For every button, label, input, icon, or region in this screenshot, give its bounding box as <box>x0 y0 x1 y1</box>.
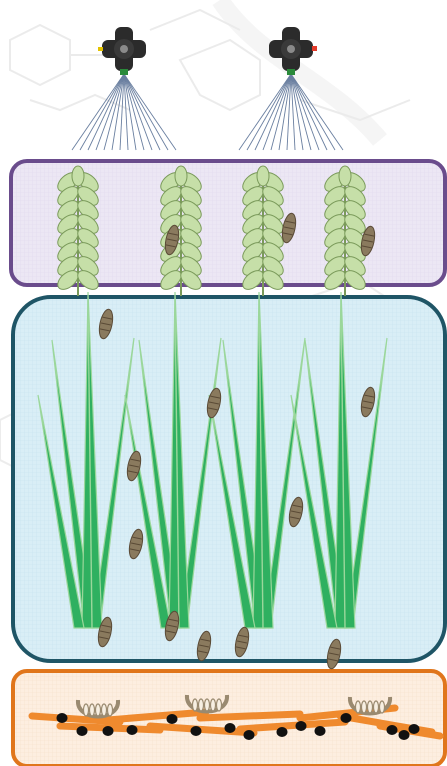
wheat-ear <box>157 166 204 296</box>
ascus <box>356 701 361 713</box>
spray-line <box>96 74 124 150</box>
spray-line <box>247 74 291 150</box>
spray-line <box>124 74 160 150</box>
spray-line <box>124 74 168 150</box>
soil-particle <box>57 713 68 723</box>
ear-tip <box>257 166 269 186</box>
ear-tip <box>175 166 187 186</box>
ascus <box>374 701 379 713</box>
spray-nozzle-right <box>269 27 317 75</box>
soil-particle <box>167 714 178 724</box>
ascus <box>211 699 216 711</box>
ascus <box>193 699 198 711</box>
spray-line <box>72 74 124 150</box>
ascus <box>362 701 367 713</box>
soil-particle <box>225 723 236 733</box>
stubble-piece <box>200 714 300 718</box>
ascus <box>90 704 95 716</box>
soil-particle <box>244 730 255 740</box>
spray-line <box>88 74 124 150</box>
ascus <box>368 701 373 713</box>
ascus <box>217 699 222 711</box>
ascus <box>199 699 204 711</box>
soil-particle <box>277 727 288 737</box>
ear-tip <box>339 166 351 186</box>
wheat-ear <box>54 166 101 296</box>
soil-particle <box>409 724 420 734</box>
spray-line <box>124 74 152 150</box>
ascus <box>102 704 107 716</box>
ear-tip <box>72 166 84 186</box>
soil-particle <box>127 725 138 735</box>
soil-particle <box>315 726 326 736</box>
soil-particle <box>399 730 410 740</box>
ascus <box>108 704 113 716</box>
soil-particle <box>191 726 202 736</box>
spray-line <box>239 74 291 150</box>
spray-cone-left <box>72 74 176 150</box>
spray-nozzle-left <box>98 27 146 75</box>
soil-particle <box>77 726 88 736</box>
soil-particle <box>296 721 307 731</box>
spray-line <box>263 74 291 150</box>
spray-line <box>80 74 124 150</box>
wheat-ear <box>321 166 368 296</box>
soil-particle <box>341 713 352 723</box>
ascus <box>380 701 385 713</box>
spray-line <box>124 74 176 150</box>
ascus <box>205 699 210 711</box>
ascus <box>84 704 89 716</box>
wheat-ear <box>239 166 286 296</box>
soil-particle <box>387 725 398 735</box>
ascus <box>96 704 101 716</box>
soil-particle <box>103 726 114 736</box>
